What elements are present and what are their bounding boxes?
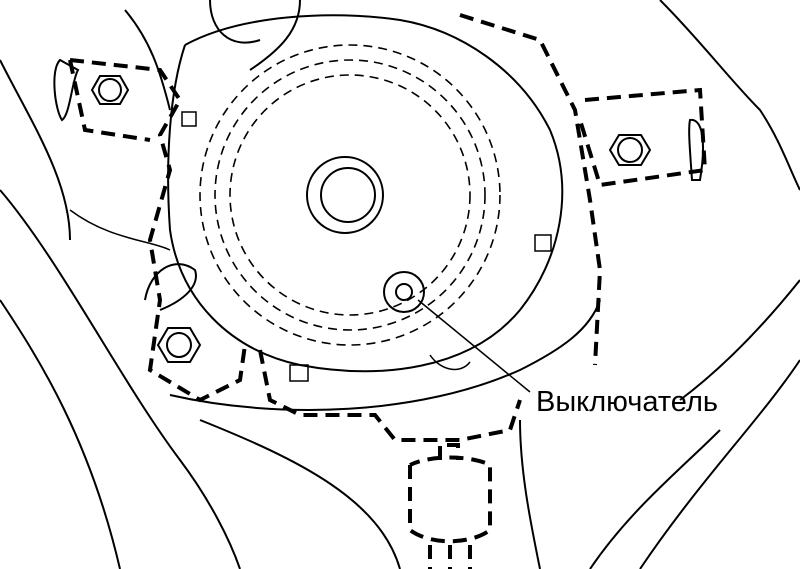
switch-callout-label: Выключатель — [536, 386, 718, 418]
connector — [408, 443, 492, 569]
bolt-bottom-left — [156, 327, 202, 363]
housing-lower-edge — [169, 299, 601, 411]
clip-top-left — [53, 58, 80, 122]
wire — [69, 209, 171, 251]
hub-inner — [320, 167, 376, 223]
bolt-top-left — [90, 75, 130, 105]
switch-outer — [383, 271, 425, 313]
dashed-ring-inner — [229, 74, 471, 316]
bracket-bottom — [258, 349, 522, 442]
dashed-ring-outer — [199, 44, 501, 346]
body-contour-left — [0, 59, 241, 569]
body-contour-right — [589, 0, 800, 569]
bracket-top-left-2 — [68, 59, 151, 142]
cover-outline — [167, 14, 564, 373]
clip-right — [688, 119, 704, 181]
leader-line — [417, 299, 531, 393]
switch-inner — [395, 283, 413, 301]
bracket-top-left — [69, 58, 247, 403]
clip-bottom-left — [144, 263, 197, 311]
bolt-right — [608, 134, 652, 166]
hub-outer — [306, 156, 384, 234]
body-contour-top — [124, 0, 301, 111]
dashed-ring-middle — [214, 59, 486, 331]
bracket-top-right — [459, 13, 708, 366]
housing-lower-edge-2 — [199, 419, 541, 569]
body-contour-left-2 — [0, 299, 121, 569]
hidden-screws — [181, 111, 552, 382]
